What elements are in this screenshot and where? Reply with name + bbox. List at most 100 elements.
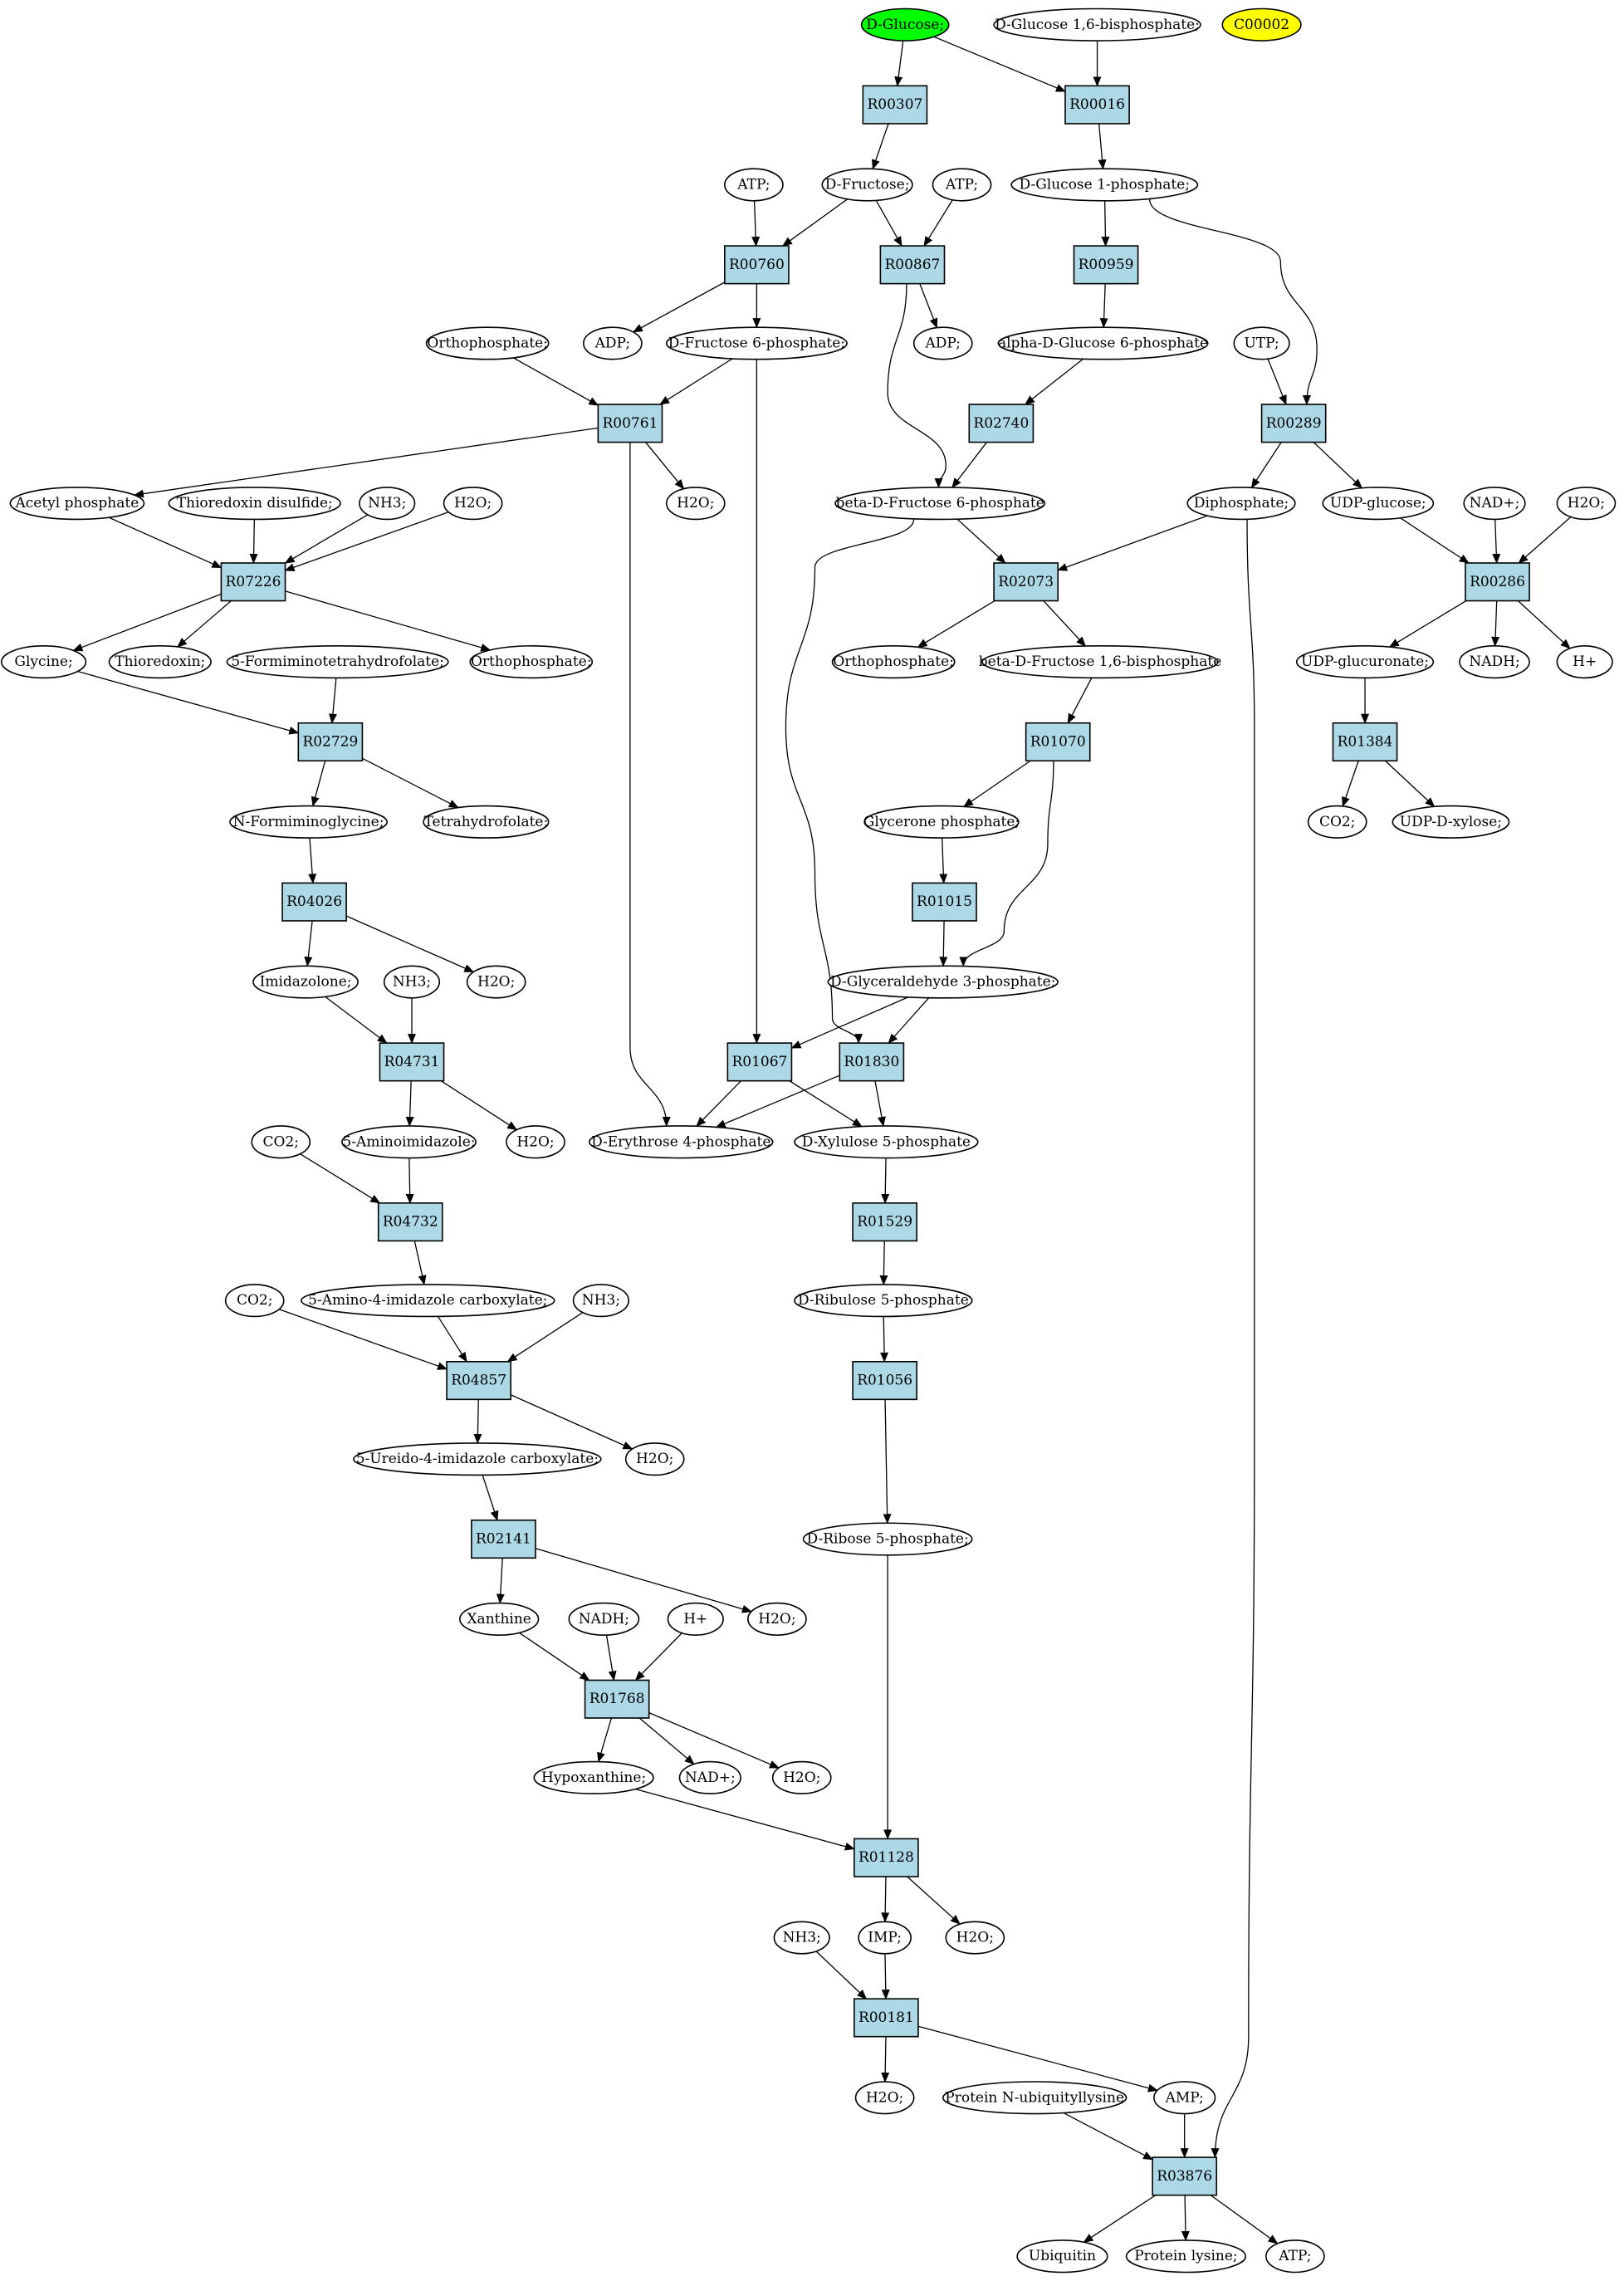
reaction-node-r-R04732[interactable]: R04732 (377, 1202, 443, 1242)
reaction-node-r-R00867[interactable]: R00867 (879, 245, 946, 285)
compound-node-c-aic[interactable]: 5-Amino-4-imidazole carboxylate; (301, 1284, 555, 1318)
compound-node-c-nadh1[interactable]: NADH; (1459, 645, 1530, 679)
compound-node-c-atp2[interactable]: ATP; (932, 168, 992, 202)
compound-node-c-adp1[interactable]: ADP; (583, 326, 643, 360)
compound-node-c-hypoxanthine[interactable]: Hypoxanthine; (533, 1760, 654, 1794)
compound-node-c-h2o-4[interactable]: H2O; (466, 965, 526, 999)
compound-node-c-h2o-9[interactable]: H2O; (945, 1921, 1005, 1955)
compound-node-c-xanthine[interactable]: Xanthine (459, 1602, 540, 1636)
compound-node-c-nh3-1[interactable]: NH3; (359, 487, 416, 521)
compound-node-c-protubq[interactable]: Protein N-ubiquityllysine (942, 2081, 1128, 2115)
compound-node-c-thf[interactable]: Tetrahydrofolate; (423, 805, 550, 839)
compound-node-c-h2o-10[interactable]: H2O; (854, 2081, 915, 2115)
compound-node-c-orthophosphate3[interactable]: Orthophosphate; (831, 645, 956, 679)
reaction-node-r-R02740[interactable]: R02740 (968, 404, 1035, 443)
reaction-node-r-R03876[interactable]: R03876 (1152, 2156, 1218, 2196)
compound-node-c-nadh2[interactable]: NADH; (568, 1602, 640, 1636)
reaction-node-r-R01128[interactable]: R01128 (854, 1838, 919, 1877)
compound-node-c-hplus1[interactable]: H+ (1556, 645, 1613, 679)
reaction-node-r-R01768[interactable]: R01768 (584, 1679, 650, 1719)
compound-node-c-bf6p[interactable]: beta-D-Fructose 6-phosphate (834, 487, 1046, 521)
compound-node-c-g3p[interactable]: D-Glyceraldehyde 3-phosphate; (827, 965, 1059, 999)
compound-node-c-h2o-1[interactable]: H2O; (443, 487, 503, 521)
reaction-node-r-R01529[interactable]: R01529 (852, 1202, 917, 1242)
reaction-node-r-R01384[interactable]: R01384 (1332, 722, 1398, 762)
compound-node-c-atp3[interactable]: ATP; (1265, 2239, 1325, 2274)
compound-node-c-co2-3[interactable]: CO2; (224, 1284, 285, 1318)
compound-node-c-h2o-5[interactable]: H2O; (506, 1125, 565, 1159)
compound-node-c-imp[interactable]: IMP; (858, 1921, 912, 1955)
reaction-node-r-R07226[interactable]: R07226 (220, 562, 286, 602)
node-label: 5-Amino-4-imidazole carboxylate; (308, 1292, 547, 1309)
compound-node-c-h2o-6[interactable]: H2O; (624, 1442, 685, 1476)
compound-node-c-co2-2[interactable]: CO2; (251, 1125, 311, 1159)
compound-node-c-orthophosphate2[interactable]: Orthophosphate; (469, 645, 594, 679)
compound-node-c-orthophosphate1[interactable]: Orthophosphate; (425, 326, 550, 360)
reaction-node-r-R00286[interactable]: R00286 (1465, 562, 1530, 602)
compound-node-c-f6p[interactable]: D-Fructose 6-phosphate; (665, 326, 848, 360)
compound-node-c-nh3-4[interactable]: NH3; (773, 1921, 830, 1955)
reaction-node-r-R02141[interactable]: R02141 (471, 1519, 536, 1559)
compound-node-c-x5p[interactable]: D-Xylulose 5-phosphate (794, 1125, 979, 1159)
compound-node-c-amp[interactable]: AMP; (1153, 2081, 1216, 2115)
compound-node-c-ag6p[interactable]: alpha-D-Glucose 6-phosphate (997, 326, 1209, 360)
compound-node-c-thioredoxin[interactable]: Thioredoxin; (108, 645, 212, 679)
compound-node-c-formthf[interactable]: 5-Formiminotetrahydrofolate; (226, 645, 449, 679)
compound-node-c-aminoimid[interactable]: 5-Aminoimidazole; (341, 1125, 477, 1159)
reaction-node-r-R01056[interactable]: R01056 (852, 1360, 917, 1401)
compound-node-c-h2o-3[interactable]: H2O; (1556, 487, 1617, 521)
compound-node-c-c00002[interactable]: C00002 (1221, 7, 1302, 42)
reaction-node-r-R00181[interactable]: R00181 (854, 1998, 919, 2038)
compound-node-c-bf16bp[interactable]: beta-D-Fructose 1,6-bisphosphate (979, 645, 1221, 679)
reaction-node-r-R02073[interactable]: R02073 (993, 562, 1059, 602)
reaction-node-r-R00761[interactable]: R00761 (597, 404, 663, 443)
compound-node-c-ru5p[interactable]: D-Ribulose 5-phosphate (794, 1284, 973, 1318)
compound-node-c-udpglucuronate[interactable]: UDP-glucuronate; (1295, 645, 1435, 679)
compound-node-c-glyceronep[interactable]: Glycerone phosphate; (863, 805, 1020, 839)
compound-node-c-g1p[interactable]: D-Glucose 1-phosphate; (1010, 168, 1199, 202)
reaction-node-r-R01067[interactable]: R01067 (726, 1042, 793, 1082)
reaction-node-r-R01070[interactable]: R01070 (1025, 722, 1091, 762)
node-label: R00760 (729, 257, 785, 273)
edge-r-R01768-to-c-h2o-8 (648, 1712, 780, 1769)
compound-node-c-thiodis[interactable]: Thioredoxin disulfide; (168, 487, 341, 521)
compound-node-c-h2o-2[interactable]: H2O; (665, 487, 726, 521)
compound-node-c-glucose[interactable]: D-Glucose; (860, 7, 950, 42)
compound-node-c-co2-1[interactable]: CO2; (1307, 805, 1367, 839)
compound-node-c-nh3-3[interactable]: NH3; (572, 1284, 629, 1318)
reaction-node-r-R00016[interactable]: R00016 (1064, 85, 1130, 125)
reaction-node-r-R01015[interactable]: R01015 (912, 882, 977, 922)
reaction-node-r-R00307[interactable]: R00307 (862, 85, 928, 125)
compound-node-c-ubiquitin[interactable]: Ubiquitin (1016, 2239, 1108, 2274)
reaction-node-r-R04731[interactable]: R04731 (379, 1042, 445, 1082)
compound-node-c-fructose[interactable]: D-Fructose; (821, 168, 913, 202)
compound-node-c-uic[interactable]: 5-Ureido-4-imidazole carboxylate; (353, 1442, 602, 1476)
compound-node-c-utp[interactable]: UTP; (1233, 326, 1290, 360)
compound-node-c-atp1[interactable]: ATP; (724, 168, 784, 202)
compound-node-c-h2o-7[interactable]: H2O; (747, 1602, 807, 1636)
reaction-node-r-R02729[interactable]: R02729 (297, 722, 364, 762)
compound-node-c-diphosphate[interactable]: Diphosphate; (1186, 487, 1296, 521)
compound-node-c-nh3-2[interactable]: NH3; (383, 965, 441, 999)
compound-node-c-acetylp[interactable]: Acetyl phosphate (9, 487, 145, 521)
compound-node-c-e4p[interactable]: D-Erythrose 4-phosphate (589, 1125, 774, 1159)
compound-node-c-hplus2[interactable]: H+ (667, 1602, 724, 1636)
reaction-node-r-R01830[interactable]: R01830 (839, 1042, 905, 1082)
compound-node-c-r5p[interactable]: D-Ribose 5-phosphate; (802, 1522, 973, 1556)
compound-node-c-g16bp[interactable]: D-Glucose 1,6-bisphosphate; (993, 7, 1201, 42)
reaction-node-r-R04026[interactable]: R04026 (281, 882, 347, 922)
compound-node-c-udpxylose[interactable]: UDP-D-xylose; (1392, 805, 1510, 839)
compound-node-c-udpglucose[interactable]: UDP-glucose; (1322, 487, 1435, 521)
compound-node-c-glycine[interactable]: Glycine; (0, 645, 87, 679)
compound-node-c-imidazolone[interactable]: Imidazolone; (252, 965, 359, 999)
reaction-node-r-R00289[interactable]: R00289 (1260, 404, 1327, 443)
compound-node-c-h2o-8[interactable]: H2O; (771, 1760, 832, 1794)
reaction-node-r-R04857[interactable]: R04857 (446, 1360, 511, 1401)
compound-node-c-adp2[interactable]: ADP; (912, 326, 973, 360)
compound-node-c-nadplus1[interactable]: NAD+; (1463, 487, 1526, 521)
reaction-node-r-R00760[interactable]: R00760 (724, 245, 790, 285)
compound-node-c-nformglycine[interactable]: N-Formiminoglycine; (229, 805, 389, 839)
reaction-node-r-R00959[interactable]: R00959 (1073, 245, 1139, 285)
compound-node-c-nadplus2[interactable]: NAD+; (678, 1760, 741, 1794)
compound-node-c-proteinlys[interactable]: Protein lysine; (1125, 2239, 1247, 2274)
